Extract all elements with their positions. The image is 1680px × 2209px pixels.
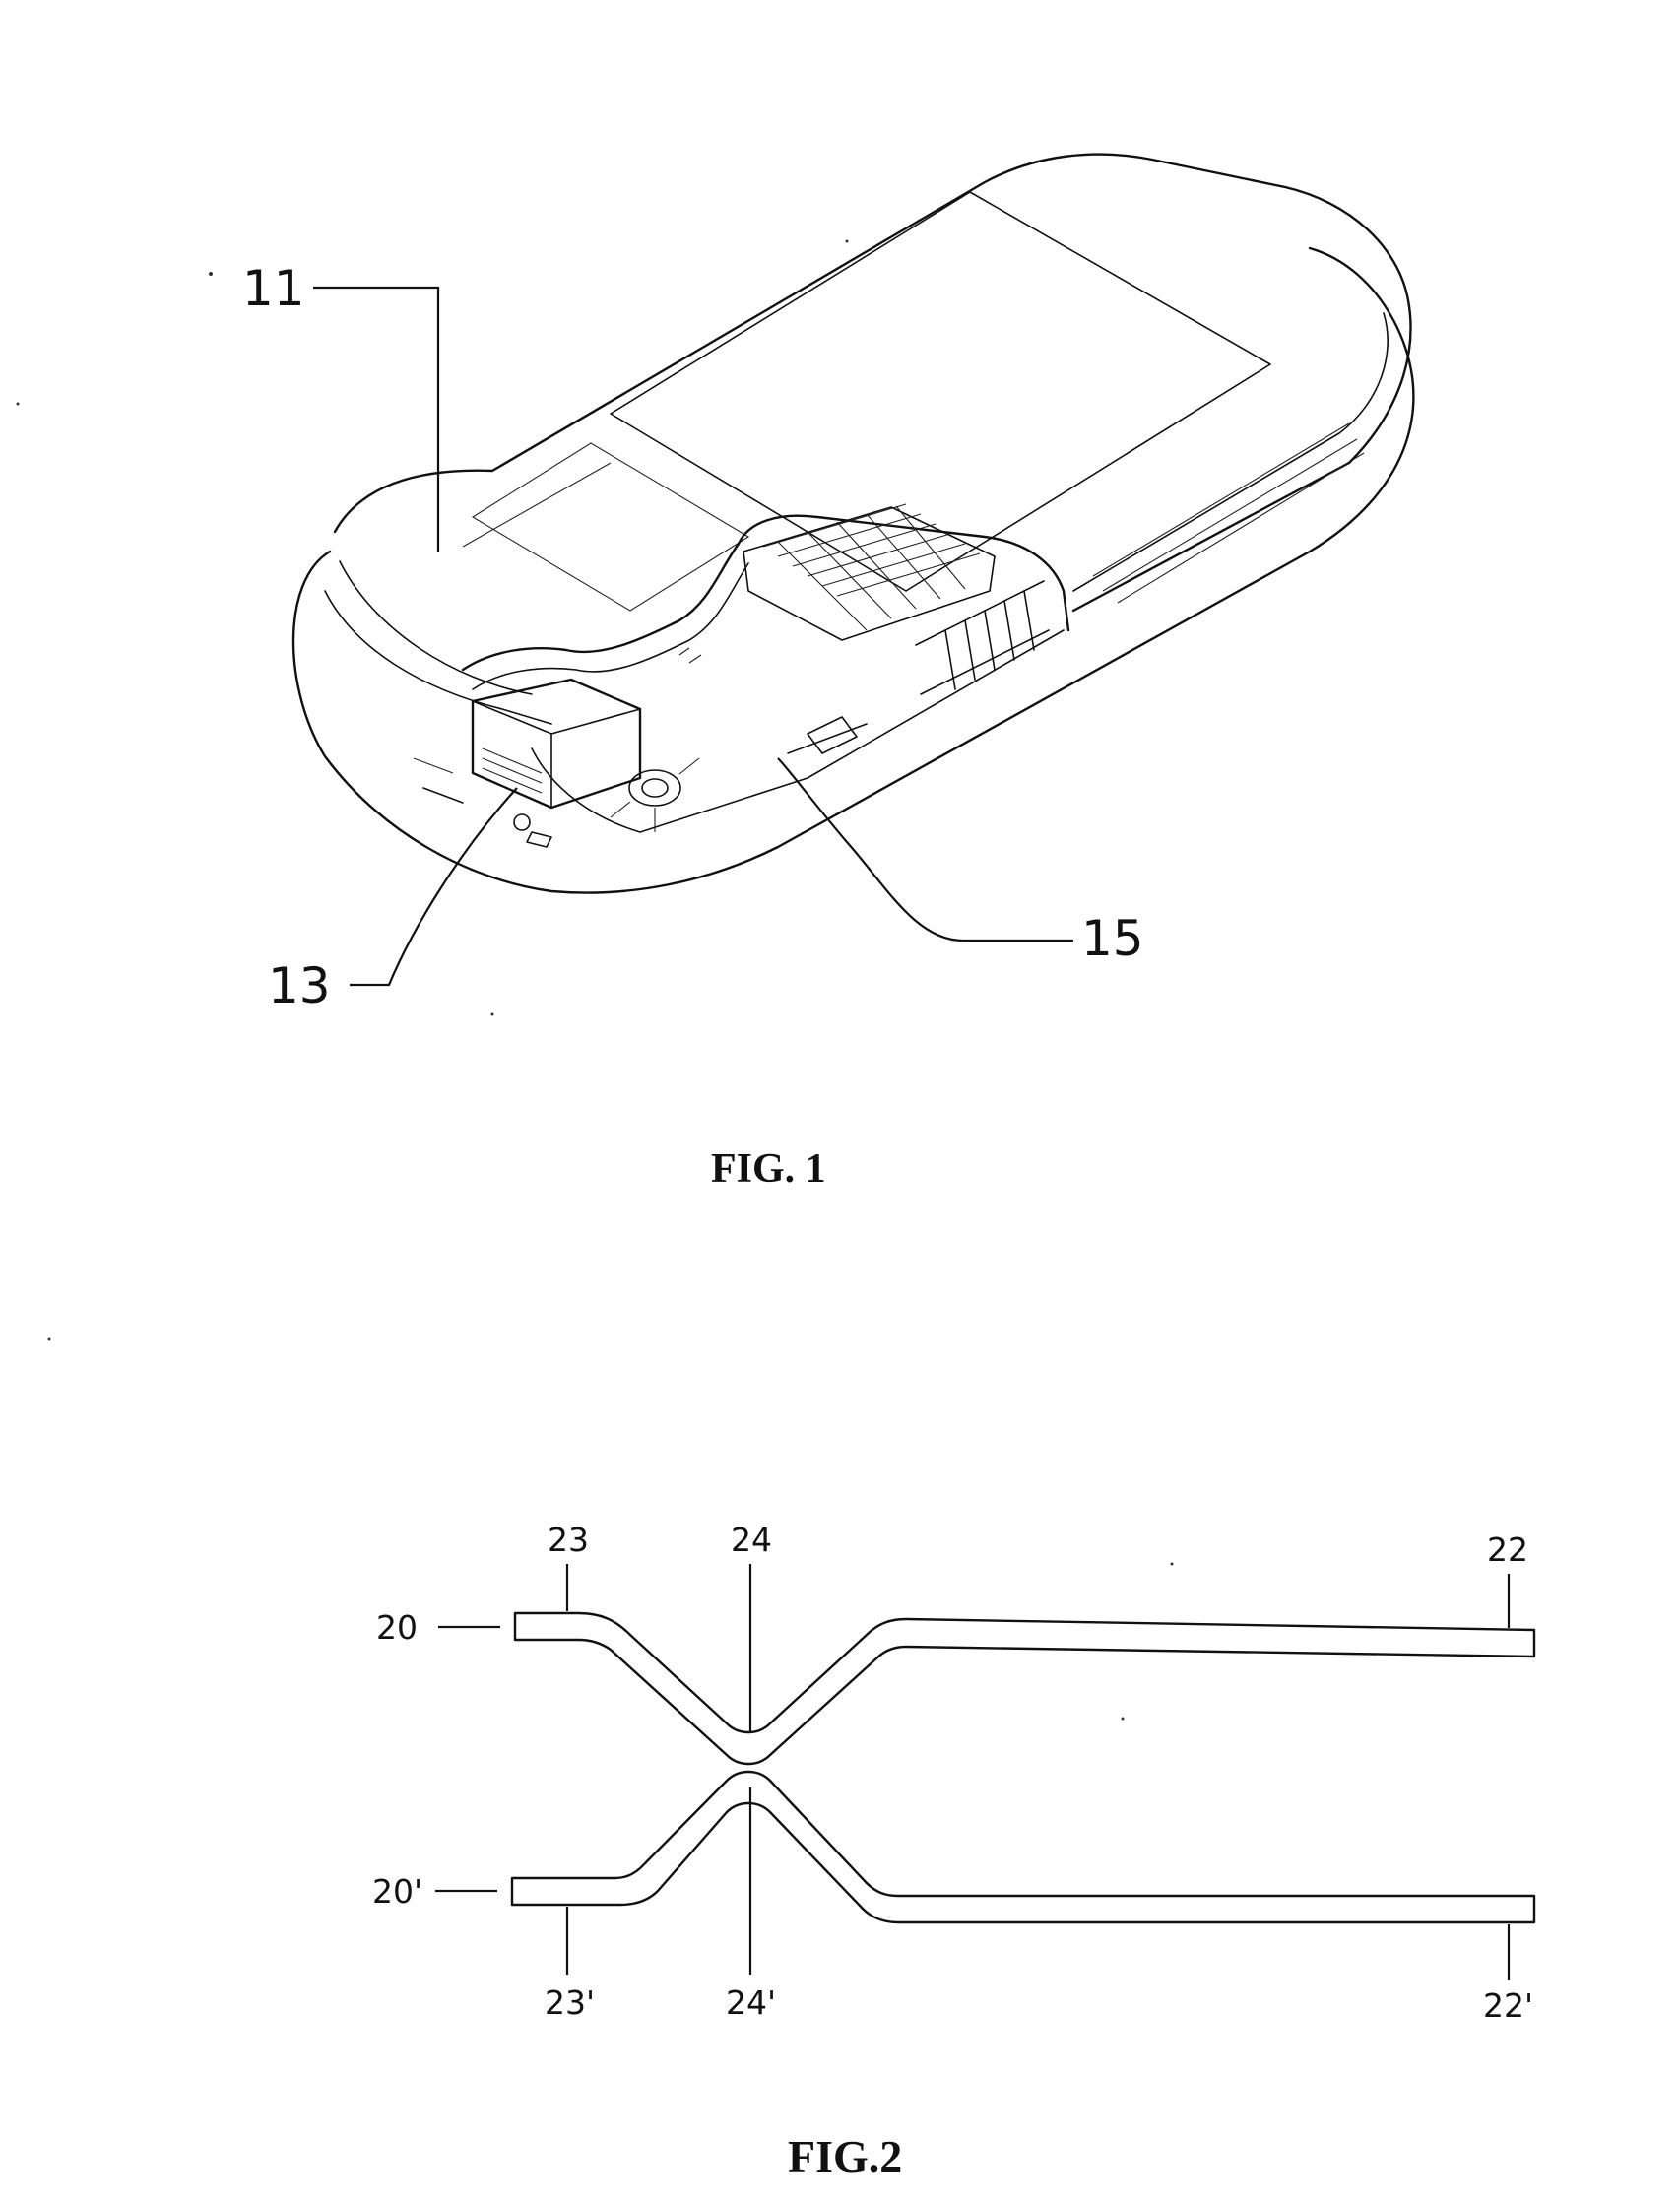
label-13: 13 bbox=[268, 957, 331, 1014]
leader-13 bbox=[350, 788, 517, 985]
figure-2-caption: FIG.2 bbox=[788, 2131, 902, 2181]
scan-specks bbox=[17, 240, 1174, 1721]
lower-lead-outline bbox=[512, 1772, 1534, 1922]
figure-2: 20 20' 23 23' 24 24' 22 22' FIG.2 bbox=[372, 1521, 1534, 2181]
label-22-prime: 22' bbox=[1483, 1986, 1533, 2025]
label-24: 24 bbox=[731, 1521, 772, 1559]
leader-11 bbox=[313, 288, 438, 552]
display-window bbox=[463, 192, 1270, 611]
label-11: 11 bbox=[242, 260, 305, 317]
label-20: 20 bbox=[376, 1608, 418, 1647]
label-22: 22 bbox=[1487, 1530, 1528, 1569]
bottom-edge-details bbox=[414, 758, 551, 847]
label-15: 15 bbox=[1081, 910, 1144, 967]
figure-1: 11 13 15 FIG. 1 bbox=[242, 155, 1413, 1192]
label-24-prime: 24' bbox=[726, 1983, 776, 2022]
cutaway-opening bbox=[463, 516, 1068, 832]
leader-15 bbox=[778, 758, 1073, 941]
upper-lead-outline bbox=[515, 1613, 1534, 1764]
label-20-prime: 20' bbox=[372, 1872, 422, 1911]
device-housing bbox=[293, 155, 1413, 893]
connector-block bbox=[473, 680, 640, 830]
label-23-prime: 23' bbox=[545, 1983, 595, 2022]
figure-1-caption: FIG. 1 bbox=[711, 1146, 826, 1192]
label-23: 23 bbox=[548, 1521, 589, 1559]
internal-board bbox=[611, 648, 867, 832]
